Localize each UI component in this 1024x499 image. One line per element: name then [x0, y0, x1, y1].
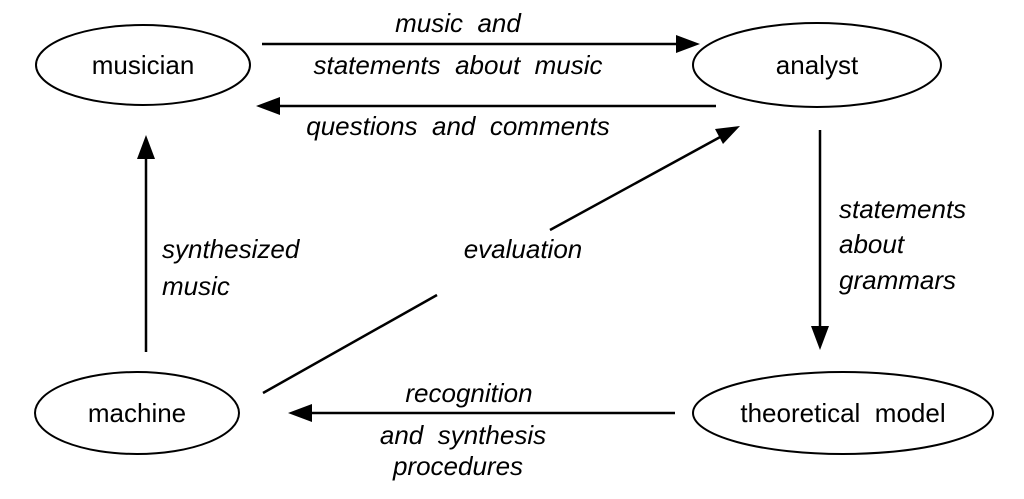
arrowhead-analyst-to-model	[811, 326, 829, 350]
node-musician-label: musician	[92, 50, 195, 80]
label-model-to-machine-line-3: procedures	[392, 451, 523, 481]
edge-machine-to-analyst-lower	[262, 293, 438, 395]
label-model-to-machine-line-2: and synthesis	[380, 420, 546, 450]
label-analyst-to-musician: questions and comments	[306, 111, 610, 141]
label-musician-to-analyst: music and statements about music	[313, 8, 602, 80]
arrowhead-machine-to-analyst	[715, 126, 740, 144]
label-analyst-to-model-line-1: statements	[839, 194, 966, 224]
label-analyst-to-musician-line-1: questions and comments	[306, 111, 610, 141]
label-machine-to-musician-line-1: synthesized	[162, 234, 301, 264]
arrowhead-model-to-machine	[288, 404, 312, 422]
node-machine: machine	[34, 371, 240, 455]
arrowhead-machine-to-musician	[137, 135, 155, 159]
node-analyst-shape	[692, 22, 942, 108]
label-analyst-to-model-line-3: grammars	[839, 265, 956, 295]
node-musician: musician	[35, 24, 251, 106]
label-model-to-machine-line-1: recognition	[405, 378, 532, 408]
label-analyst-to-model: statements about grammars	[839, 194, 966, 295]
node-theoretical-model: theoretical model	[692, 371, 994, 455]
label-musician-to-analyst-line-2: statements about music	[313, 50, 602, 80]
edge-machine-to-analyst-upper	[549, 134, 723, 232]
node-theoretical-model-shape	[692, 371, 994, 455]
label-analyst-to-model-line-2: about	[839, 229, 906, 259]
label-machine-to-musician: synthesized music	[162, 234, 301, 301]
node-machine-shape	[34, 371, 240, 455]
label-musician-to-analyst-line-1: music and	[395, 8, 522, 38]
arrowhead-analyst-to-musician	[256, 97, 280, 115]
node-machine-label: machine	[88, 398, 186, 428]
node-musician-shape	[35, 24, 251, 106]
node-analyst: analyst	[692, 22, 942, 108]
label-model-to-machine: recognition and synthesis procedures	[380, 378, 546, 481]
label-machine-to-analyst: evaluation	[464, 234, 583, 264]
node-analyst-label: analyst	[776, 50, 859, 80]
node-theoretical-model-label: theoretical model	[740, 398, 945, 428]
label-machine-to-analyst-line-1: evaluation	[464, 234, 583, 264]
arrowhead-musician-to-analyst	[676, 35, 700, 53]
label-machine-to-musician-line-2: music	[162, 271, 230, 301]
